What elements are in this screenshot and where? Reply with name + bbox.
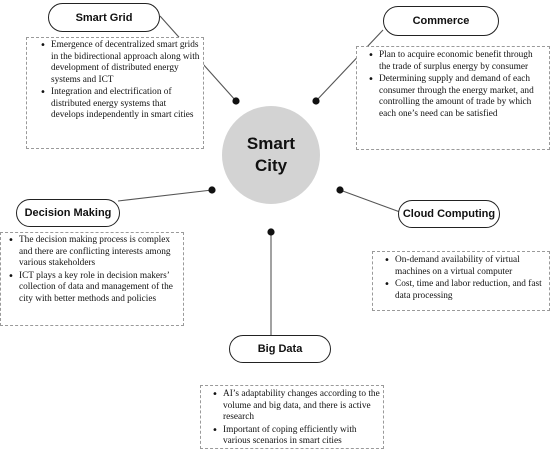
connector-dot-commerce bbox=[312, 97, 320, 105]
connector-dot-big-data bbox=[267, 228, 275, 236]
big-data-bullet: AI’s adaptability changes according to t… bbox=[212, 389, 380, 424]
big-data-bullet: Important of coping efficiently with var… bbox=[212, 425, 380, 448]
commerce-node: Commerce bbox=[383, 6, 499, 36]
center-label-line2: City bbox=[254, 156, 288, 175]
connector-commerce bbox=[315, 29, 384, 102]
commerce-bullet: Determining supply and demand of each co… bbox=[368, 74, 546, 120]
decision-making-bullet: The decision making process is complex a… bbox=[8, 235, 180, 270]
smart-grid-bullet: Integration and electrification of distr… bbox=[40, 87, 200, 122]
big-data-title: Big Data bbox=[257, 343, 303, 355]
big-data-node: Big Data bbox=[229, 335, 331, 363]
smart-city-center-node: Smart City bbox=[222, 106, 320, 204]
decision-making-description: The decision making process is complex a… bbox=[0, 232, 184, 326]
connector-dot-cloud-computing bbox=[336, 186, 344, 194]
big-data-description: AI’s adaptability changes according to t… bbox=[200, 385, 384, 449]
cloud-computing-title: Cloud Computing bbox=[402, 208, 496, 220]
connector-dot-smart-grid bbox=[232, 97, 240, 105]
decision-making-bullet: ICT plays a key role in decision makers’… bbox=[8, 271, 180, 306]
decision-making-title: Decision Making bbox=[24, 207, 112, 219]
connector-cloud-computing bbox=[339, 189, 401, 213]
smart-grid-title: Smart Grid bbox=[75, 11, 133, 24]
commerce-description: Plan to acquire economic benefit through… bbox=[356, 46, 550, 150]
cloud-computing-bullet: Cost, time and labor reduction, and fast… bbox=[384, 279, 546, 302]
smart-grid-bullet: Emergence of decentralized smart grids i… bbox=[40, 40, 200, 86]
smart-grid-node: Smart Grid bbox=[48, 3, 160, 32]
cloud-computing-node: Cloud Computing bbox=[398, 200, 500, 228]
decision-making-node: Decision Making bbox=[16, 199, 120, 227]
commerce-bullet: Plan to acquire economic benefit through… bbox=[368, 50, 546, 73]
connector-dot-decision-making bbox=[208, 186, 216, 194]
center-label-line1: Smart bbox=[246, 134, 296, 153]
commerce-title: Commerce bbox=[412, 15, 470, 27]
smart-grid-description: Emergence of decentralized smart grids i… bbox=[26, 37, 204, 149]
connector-decision-making bbox=[117, 189, 213, 202]
cloud-computing-description: On-demand availability of virtual machin… bbox=[372, 251, 550, 311]
cloud-computing-bullet: On-demand availability of virtual machin… bbox=[384, 255, 546, 278]
